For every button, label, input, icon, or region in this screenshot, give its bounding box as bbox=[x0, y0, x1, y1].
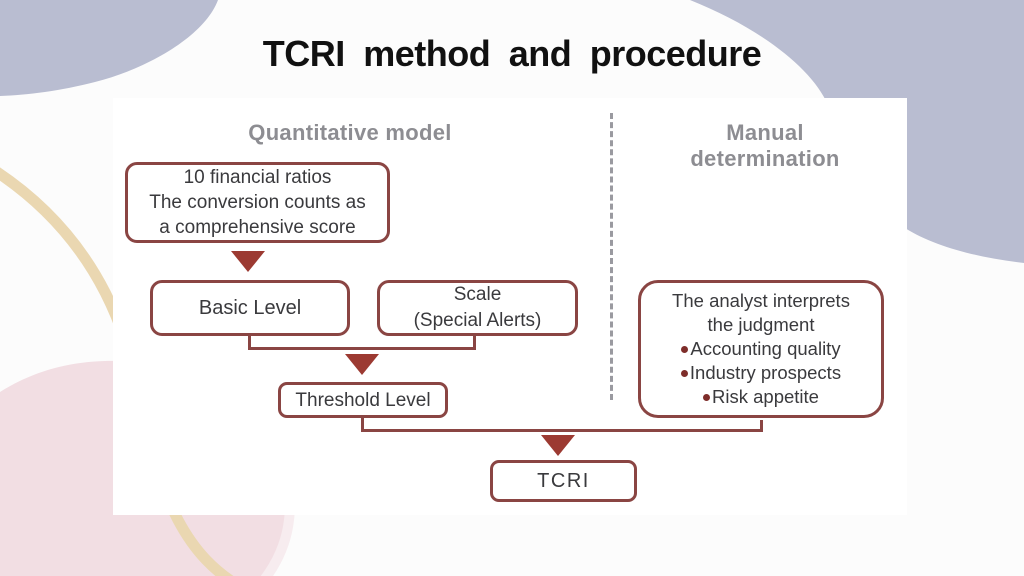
section-divider-dashed-line bbox=[610, 113, 613, 400]
analyst-bullet-label: Risk appetite bbox=[712, 386, 819, 407]
analyst-bullet-label: Accounting quality bbox=[690, 338, 841, 359]
analyst-bullet-item: Accounting quality bbox=[681, 337, 841, 361]
basic-level-label: Basic Level bbox=[198, 296, 302, 319]
connector-line bbox=[361, 429, 763, 432]
top-left-blob bbox=[0, 0, 218, 96]
connector-line bbox=[248, 347, 476, 350]
connector-line bbox=[473, 336, 476, 349]
tcri-label: TCRI bbox=[537, 469, 590, 492]
financial-ratios-box: 10 financial ratios The conversion count… bbox=[125, 162, 390, 243]
slide-title: TCRI method and procedure bbox=[262, 33, 762, 74]
down-arrow-icon bbox=[231, 251, 265, 272]
bullet-dot-icon bbox=[703, 393, 711, 401]
scale-label-line: (Special Alerts) bbox=[413, 310, 542, 331]
bullet-dot-icon bbox=[680, 369, 688, 377]
analyst-line: the judgment bbox=[707, 314, 815, 335]
financial-ratios-line: The conversion counts as bbox=[149, 192, 366, 213]
down-arrow-icon bbox=[345, 354, 379, 375]
analyst-bullet-label: Industry prospects bbox=[689, 362, 842, 383]
connector-line bbox=[760, 420, 763, 432]
threshold-level-label: Threshold Level bbox=[295, 389, 431, 411]
basic-level-box: Basic Level bbox=[150, 280, 350, 336]
analyst-bullet-item: Risk appetite bbox=[703, 385, 819, 409]
down-arrow-icon bbox=[541, 435, 575, 456]
scale-box: Scale (Special Alerts) bbox=[377, 280, 578, 336]
connector-line bbox=[248, 336, 251, 349]
analyst-line: The analyst interprets bbox=[672, 290, 850, 311]
right-section-heading: Manual determination bbox=[690, 120, 840, 171]
tcri-box: TCRI bbox=[490, 460, 637, 502]
financial-ratios-line: a comprehensive score bbox=[159, 217, 356, 238]
left-section-heading: Quantitative model bbox=[248, 120, 452, 145]
scale-label-line: Scale bbox=[453, 284, 502, 305]
analyst-bullet-item: Industry prospects bbox=[680, 361, 842, 385]
financial-ratios-line: 10 financial ratios bbox=[183, 167, 332, 188]
analyst-judgment-box: The analyst interprets the judgment Acco… bbox=[638, 280, 884, 418]
threshold-level-box: Threshold Level bbox=[278, 382, 448, 418]
bullet-dot-icon bbox=[681, 345, 689, 353]
connector-line bbox=[361, 418, 364, 432]
